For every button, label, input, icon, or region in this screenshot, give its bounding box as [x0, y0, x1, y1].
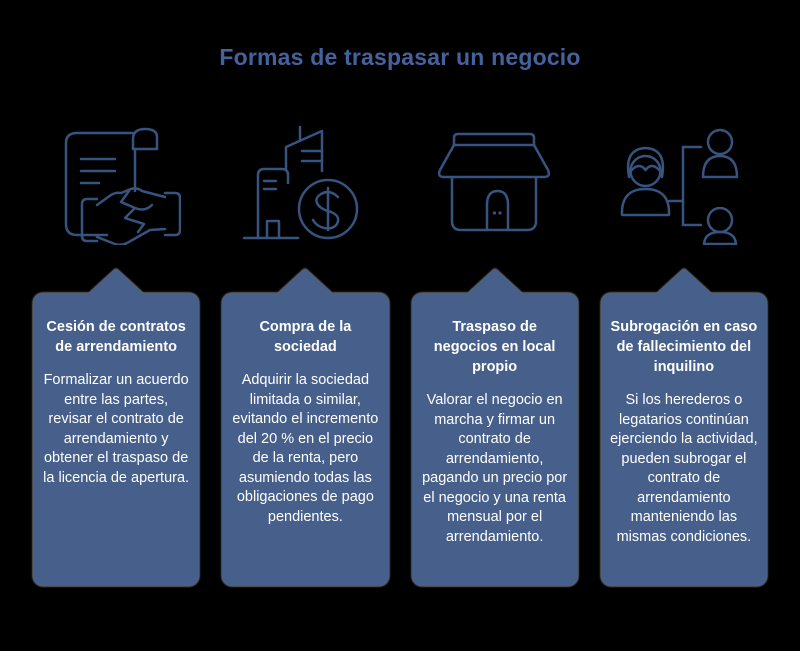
card-title: Compra de la sociedad	[259, 319, 352, 355]
info-card: Cesión de contratos de arrendamiento For…	[33, 293, 200, 586]
storefront-icon	[430, 125, 560, 245]
card-body: Si los herederos o legatarios continúan …	[610, 392, 758, 545]
card-body: Adquirir la sociedad limitada o similar,…	[232, 372, 379, 525]
card-group: Compra de la sociedad Adquirir la socied…	[222, 268, 389, 586]
card-pointer-up	[657, 269, 710, 293]
card-group: Subrogación en caso de fallecimiento del…	[600, 268, 767, 586]
card-title: Cesión de contratos de arrendamiento	[46, 319, 186, 355]
card-group: Traspaso de negocios en local propio Val…	[411, 268, 578, 586]
columns-row: Cesión de contratos de arrendamiento For…	[33, 125, 767, 586]
contract-handshake-icon	[51, 125, 182, 245]
card-pointer-up	[90, 269, 143, 293]
page-title: Formas de traspasar un negocio	[219, 44, 581, 70]
column-compra-sociedad: Compra de la sociedad Adquirir la socied…	[222, 125, 389, 586]
column-traspaso-local: Traspaso de negocios en local propio Val…	[411, 125, 578, 586]
info-card: Subrogación en caso de fallecimiento del…	[600, 293, 767, 586]
card-pointer-up	[468, 269, 521, 293]
heirs-family-tree-icon	[619, 125, 749, 245]
info-card: Traspaso de negocios en local propio Val…	[411, 293, 578, 586]
card-group: Cesión de contratos de arrendamiento For…	[33, 268, 200, 586]
card-pointer-up	[279, 269, 332, 293]
card-title: Subrogación en caso de fallecimiento del…	[610, 319, 758, 375]
card-title: Traspaso de negocios en local propio	[433, 319, 556, 375]
company-money-icon	[240, 125, 370, 245]
card-body: Valorar el negocio en marcha y firmar un…	[422, 392, 568, 545]
column-cesion-contratos: Cesión de contratos de arrendamiento For…	[33, 125, 200, 586]
info-card: Compra de la sociedad Adquirir la socied…	[222, 293, 389, 586]
column-subrogacion: Subrogación en caso de fallecimiento del…	[600, 125, 767, 586]
card-body: Formalizar un acuerdo entre las partes, …	[43, 372, 190, 486]
